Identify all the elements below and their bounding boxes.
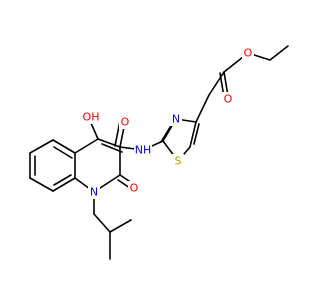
bond [208,71,225,96]
atom-labels: O O N S NH O OH N O [80,46,254,199]
bond [53,174,72,186]
bond [269,45,289,61]
bond [193,123,200,145]
bond [29,177,54,192]
bond [97,138,121,148]
bond [53,146,73,159]
bond [189,121,197,148]
isobutyl-group [93,191,132,260]
thiazole-sulfur-label: S [175,155,182,168]
quinolone-oxygen-label: O [130,182,139,195]
bond [93,213,111,233]
amide-nh-label: NH [135,144,152,157]
hydroxy-label: OH [83,111,100,124]
thiazole-nitrogen-label: N [172,113,180,126]
bond [52,177,76,192]
bond [101,143,123,153]
quinolinone-core [29,122,133,193]
ester-oxygen-label: O [244,47,253,60]
bond [52,139,76,154]
bond [195,94,210,123]
ester-carbonyl-oxygen-label: O [224,93,233,106]
bond [90,122,99,140]
bond [74,138,99,154]
amide-oxygen-label: O [121,116,130,129]
bond [109,219,132,233]
molecule-structure: O O N S NH O OH N O [29,45,289,260]
bond [29,139,54,154]
quinoline-nitrogen-label: N [90,186,98,199]
bond [160,123,173,143]
